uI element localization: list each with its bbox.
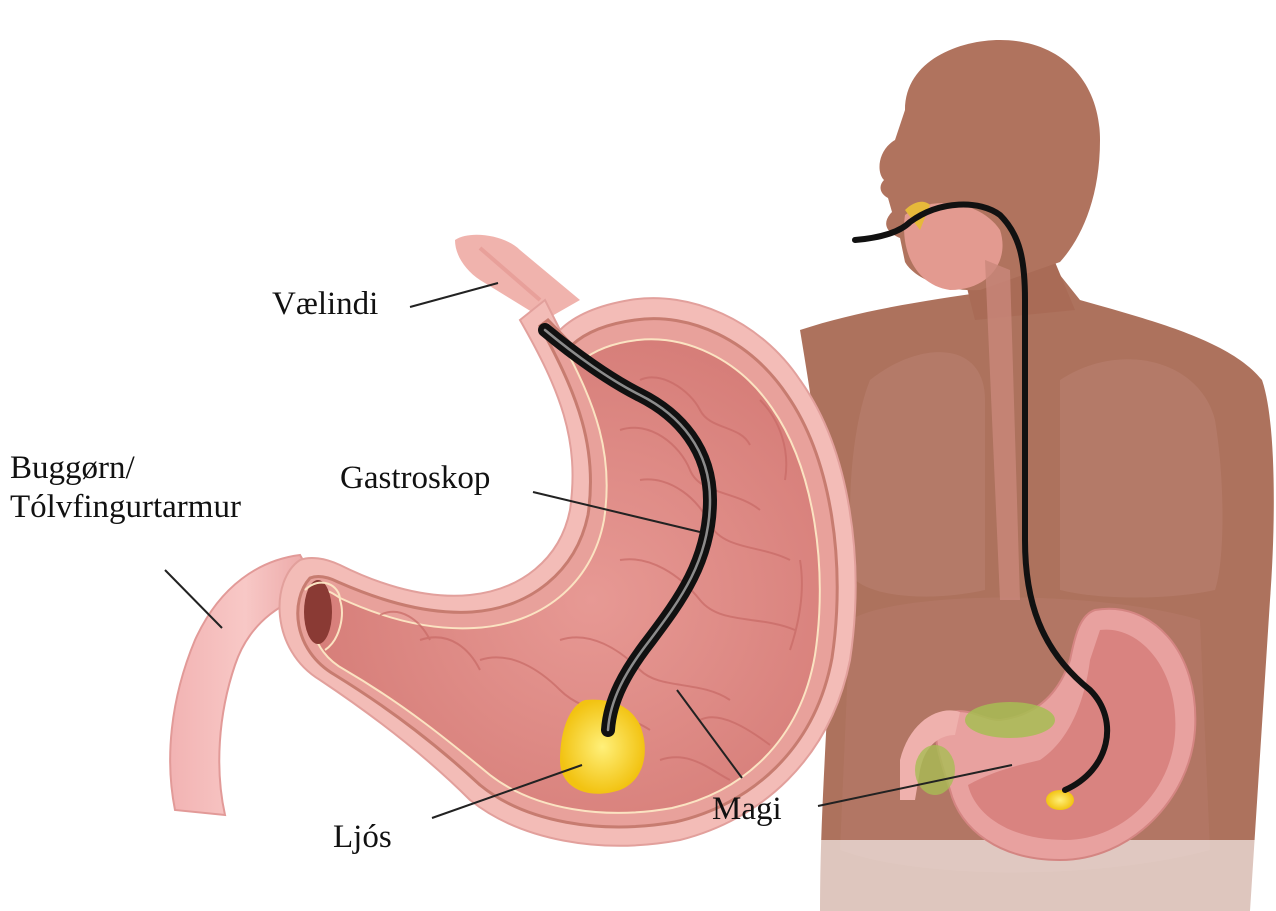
light-glow [560,700,645,794]
label-esophagus: Vælindi [272,288,378,321]
label-duodenum: Buggørn/ Tólvfingurtarmur [10,452,241,524]
label-duodenum-line1: Buggørn/ [10,452,241,485]
large-stomach [170,235,855,846]
leader-esophagus [410,283,498,307]
label-light: Ljós [333,821,392,854]
label-stomach: Magi [712,793,782,826]
label-duodenum-line2: Tólvfingurtarmur [10,491,241,524]
label-gastroscope: Gastroskop [340,462,490,495]
leader-duodenum [165,570,222,628]
